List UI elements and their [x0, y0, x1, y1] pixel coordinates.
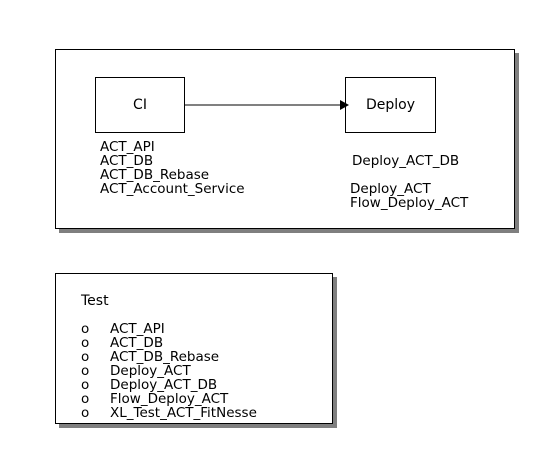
ci-stage-node: CI — [95, 77, 185, 133]
test-item-label: ACT_DB — [110, 335, 164, 351]
test-item-label: ACT_API — [110, 321, 165, 337]
ci-job: ACT_API — [100, 139, 155, 155]
test-item-label: ACT_DB_Rebase — [110, 349, 220, 365]
bullet-marker: o — [81, 363, 90, 379]
list-item: o Flow_Deploy_ACT — [81, 392, 257, 406]
test-item-label: Flow_Deploy_ACT — [110, 391, 229, 407]
list-item: o ACT_DB — [81, 336, 257, 350]
list-item: o ACT_DB_Rebase — [81, 350, 257, 364]
ci-job: ACT_DB_Rebase — [100, 167, 210, 183]
ci-stage-label: CI — [133, 97, 147, 113]
bullet-marker: o — [81, 335, 90, 351]
test-item-label: XL_Test_ACT_FitNesse — [110, 405, 257, 421]
bullet-marker: o — [81, 321, 90, 337]
bullet-marker: o — [81, 377, 90, 393]
bullet-marker: o — [81, 349, 90, 365]
deploy-stage-label: Deploy — [365, 97, 416, 113]
list-item: o ACT_API — [81, 322, 257, 336]
list-item: o Deploy_ACT — [81, 364, 257, 378]
deploy-stage-node: Deploy — [345, 77, 436, 133]
list-item: o Deploy_ACT_DB — [81, 378, 257, 392]
ci-job: ACT_Account_Service — [100, 181, 245, 197]
bullet-marker: o — [81, 405, 90, 421]
deploy-job-group-1: Deploy_ACT_DB — [352, 154, 459, 168]
ci-job: ACT_DB — [100, 153, 154, 169]
test-panel — [55, 273, 333, 424]
test-item-label: Deploy_ACT_DB — [110, 377, 218, 393]
ci-jobs-list: ACT_API ACT_DB ACT_DB_Rebase ACT_Account… — [100, 140, 245, 196]
test-panel-title: Test — [81, 293, 109, 309]
deploy-job-group-2: Deploy_ACT Flow_Deploy_ACT — [350, 182, 468, 210]
deploy-job: Deploy_ACT_DB — [352, 153, 460, 169]
bullet-marker: o — [81, 391, 90, 407]
deploy-job: Deploy_ACT — [350, 181, 431, 197]
test-item-label: Deploy_ACT — [110, 363, 191, 379]
list-item: o XL_Test_ACT_FitNesse — [81, 406, 257, 420]
deploy-job: Flow_Deploy_ACT — [350, 195, 469, 211]
